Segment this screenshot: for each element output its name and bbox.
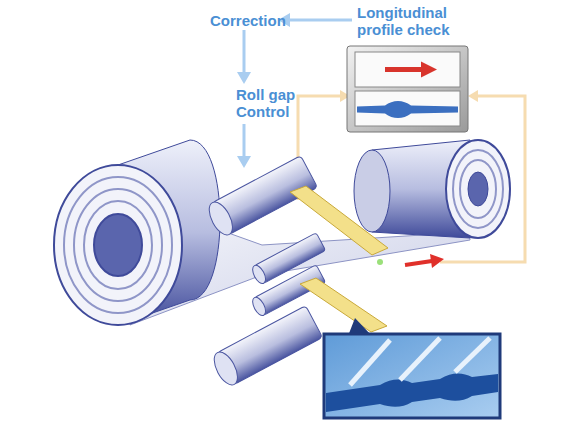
direction-arrowhead xyxy=(430,254,444,268)
profile-inset xyxy=(324,334,500,418)
recoiler-back xyxy=(354,150,390,232)
wire-arrowhead xyxy=(468,90,478,102)
annotation-label: Correction xyxy=(210,12,300,29)
display-panel xyxy=(355,91,460,126)
flow-arrowhead xyxy=(237,72,251,84)
measuring-point xyxy=(377,259,383,265)
node-heading: Longitudinal profile check xyxy=(357,4,469,38)
flow-arrowhead xyxy=(237,156,251,168)
annotation-label: Roll gap Control xyxy=(236,86,306,120)
flow-arrow xyxy=(288,19,352,22)
monitor-screen xyxy=(345,44,470,134)
heading-group: Longitudinal profile check xyxy=(345,4,470,38)
display-arrow xyxy=(385,67,423,72)
monitor-node: Longitudinal profile check xyxy=(345,4,470,134)
monitor-case xyxy=(347,46,468,132)
display-profile xyxy=(357,101,458,118)
thickness-sensor xyxy=(300,278,387,332)
uncoiler-face xyxy=(54,165,182,325)
flow-arrow xyxy=(243,30,246,74)
display-arrowhead xyxy=(421,62,437,78)
recoiler-face xyxy=(446,140,510,238)
thickness-sensor xyxy=(290,186,388,255)
flow-arrow xyxy=(243,124,246,158)
direction-arrow xyxy=(405,261,432,265)
display-panel xyxy=(355,52,460,87)
